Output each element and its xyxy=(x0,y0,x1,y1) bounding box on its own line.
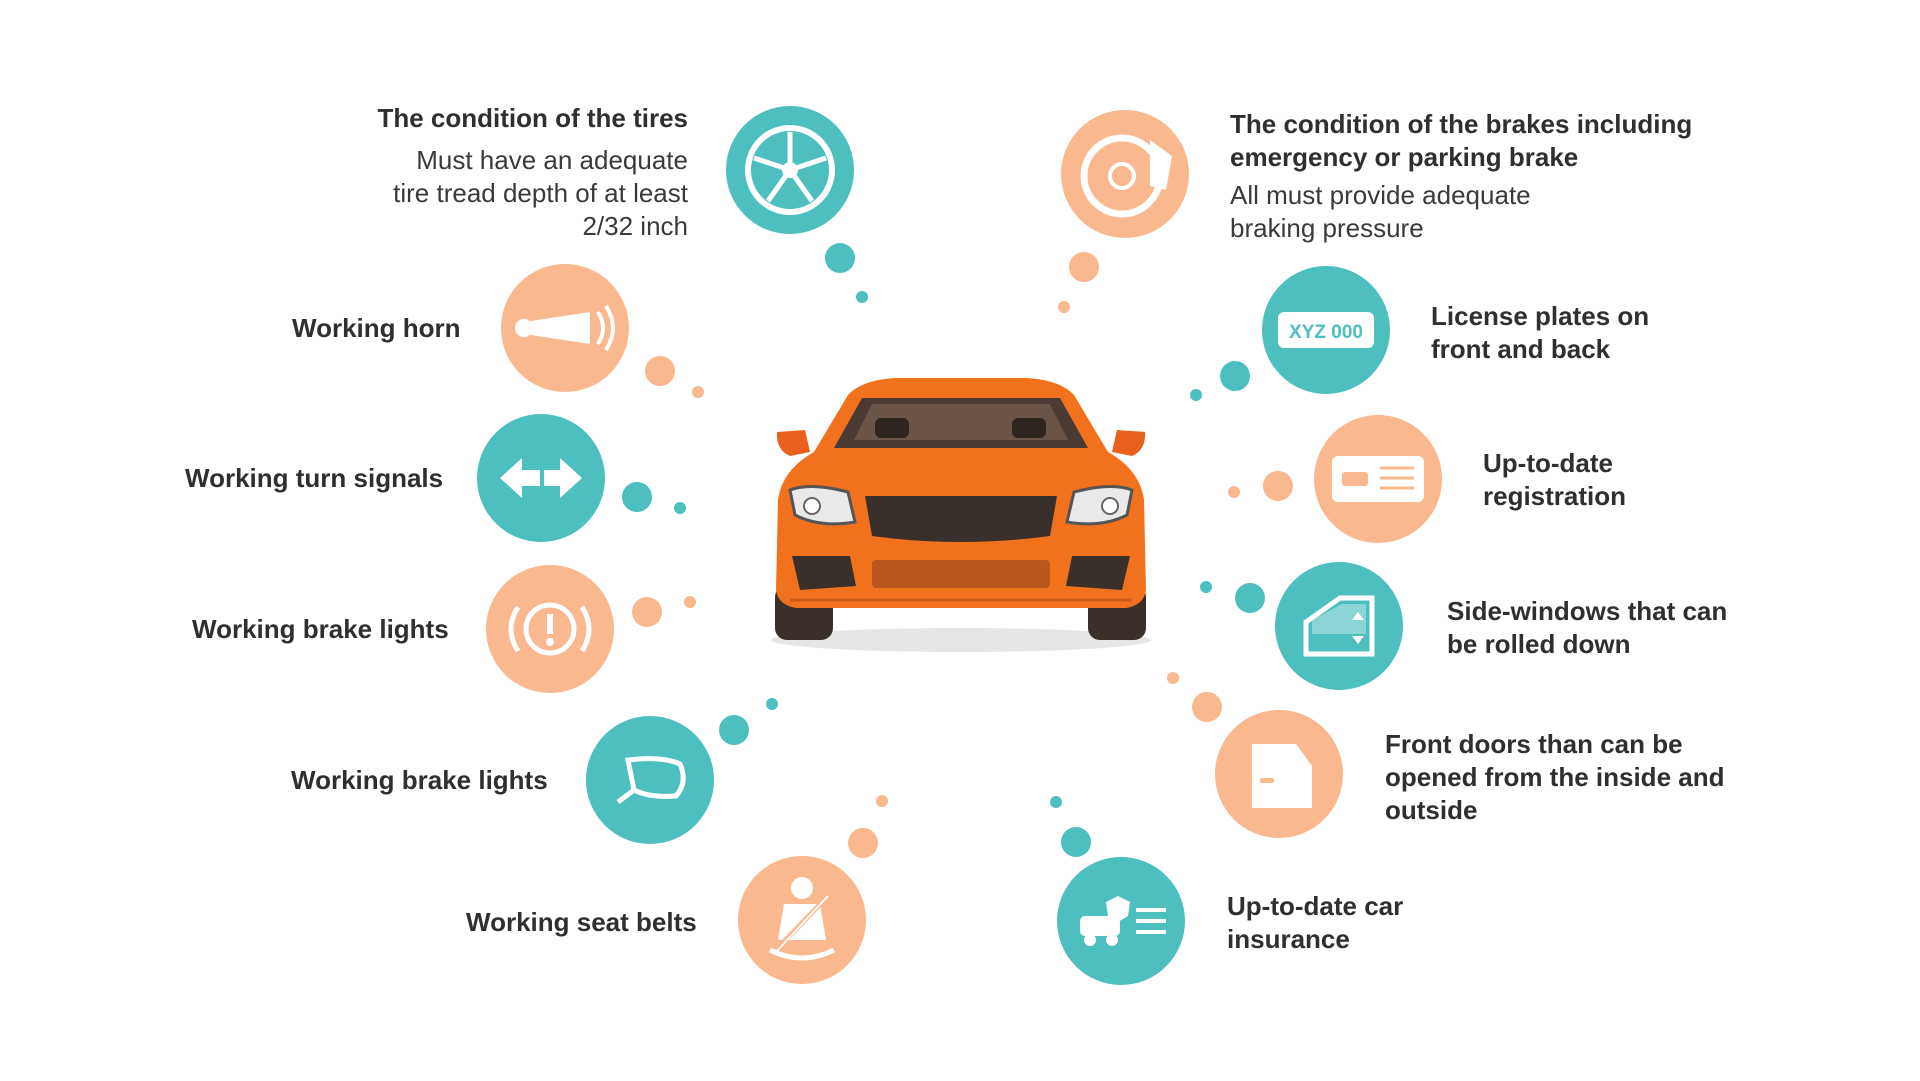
car-window-circle xyxy=(1275,562,1403,690)
brakes-title-line-1: The condition of the brakes including xyxy=(1230,109,1693,139)
label-brakes: The condition of the brakes including em… xyxy=(1230,108,1692,245)
label-doors: Front doors than can be opened from the … xyxy=(1385,728,1724,827)
plates-title-line-2: front and back xyxy=(1431,334,1611,364)
seat-belts-title: Working seat belts xyxy=(466,907,697,937)
windows-title-line-2: be rolled down xyxy=(1447,629,1631,659)
label-seat-belts: Working seat belts xyxy=(466,906,697,939)
windows-title-line-1: Side-windows that can xyxy=(1447,596,1728,626)
seat-belt-circle xyxy=(738,856,866,984)
brakes-title-line-2: emergency or parking brake xyxy=(1230,142,1579,172)
tires-desc-line-2: tire tread depth of at least xyxy=(393,178,688,208)
brakes-desc-line-2: braking pressure xyxy=(1230,213,1424,243)
turn-signals-title: Working turn signals xyxy=(185,463,444,493)
connector-dots xyxy=(622,243,1293,858)
brake-disc-circle xyxy=(1061,110,1189,238)
tires-desc-line-3: 2/32 inch xyxy=(582,211,688,241)
tire-circle xyxy=(726,106,854,234)
plates-title-line-1: License plates on xyxy=(1431,301,1650,331)
license-plate-text: XYZ 000 xyxy=(1289,322,1363,343)
registration-title-line-2: registration xyxy=(1483,481,1627,511)
car-door-circle xyxy=(1215,710,1343,838)
tires-desc-line-1: Must have an adequate xyxy=(416,145,688,175)
label-mirror: Working brake lights xyxy=(291,764,548,797)
horn-circle xyxy=(501,264,629,392)
label-horn: Working horn xyxy=(292,312,461,345)
side-mirror-circle xyxy=(586,716,714,844)
registration-title-line-1: Up-to-date xyxy=(1483,448,1613,478)
brake-lights-title: Working brake lights xyxy=(192,614,449,644)
brakes-desc-line-1: All must provide adequate xyxy=(1230,180,1531,210)
label-plates: License plates on front and back xyxy=(1431,300,1649,366)
doors-title-line-3: outside xyxy=(1385,795,1478,825)
insurance-circle xyxy=(1057,857,1185,985)
label-tires: The condition of the tires Must have an … xyxy=(268,102,688,243)
mirror-title: Working brake lights xyxy=(291,765,548,795)
car-illustration xyxy=(771,378,1151,652)
horn-title: Working horn xyxy=(292,313,461,343)
label-registration: Up-to-date registration xyxy=(1483,447,1626,513)
brake-warning-circle xyxy=(486,565,614,693)
insurance-title-line-2: insurance xyxy=(1227,924,1350,954)
registration-circle xyxy=(1314,415,1442,543)
label-windows: Side-windows that can be rolled down xyxy=(1447,595,1727,661)
insurance-title-line-1: Up-to-date car xyxy=(1227,891,1404,921)
turn-signal-circle xyxy=(477,414,605,542)
label-turn-signals: Working turn signals xyxy=(185,462,443,495)
label-insurance: Up-to-date car insurance xyxy=(1227,890,1403,956)
license-plate-circle: XYZ 000 xyxy=(1262,266,1390,394)
label-brake-lights: Working brake lights xyxy=(192,613,449,646)
doors-title-line-1: Front doors than can be xyxy=(1385,729,1683,759)
doors-title-line-2: opened from the inside and xyxy=(1385,762,1725,792)
tires-title: The condition of the tires xyxy=(377,103,688,133)
